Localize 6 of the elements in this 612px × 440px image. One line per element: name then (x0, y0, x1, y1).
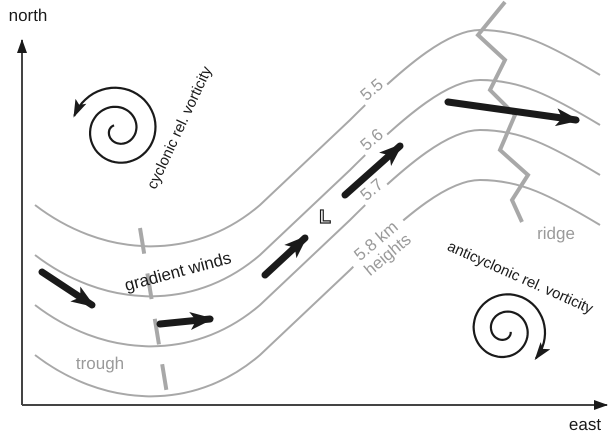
annotation-text: gradient winds (122, 249, 234, 295)
low-pressure-symbol: L (319, 208, 331, 228)
feature-label: trough (76, 355, 124, 373)
axis-label: east (568, 416, 602, 434)
feature-label: ridge (537, 225, 575, 243)
axis-label: north (8, 7, 48, 25)
